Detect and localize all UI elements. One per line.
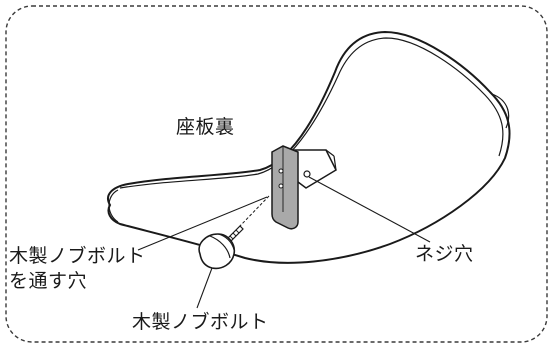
bracket-plate-edge [333,155,337,171]
seat-board-left-end [108,189,119,223]
leader-line-screw-hole [308,176,431,243]
seat-board-outline [107,30,511,264]
label-wooden-knob-bolt: 木製ノブボルト [132,311,269,333]
leader-line-knob-bolt [196,267,213,309]
label-seat-underside: 座板裏 [176,116,235,138]
bolt-axis-line [239,195,270,227]
label-screw-hole: ネジ穴 [415,243,474,265]
label-bolt-hole-line1: 木製ノブボルト [9,245,146,267]
seat-board-right-curl [491,93,510,129]
screw-hole-mark [303,170,311,178]
bracket-vertical-plate [271,145,299,230]
leader-line-bolt-hole [137,196,268,251]
label-bolt-hole-line2: を通す穴 [9,270,88,292]
wooden-knob-head [198,233,236,270]
seat-board-edge [119,37,504,189]
bracket-hole-lower [278,183,284,189]
bracket-hole-upper [278,168,284,174]
bracket-plate-edge [325,149,335,157]
